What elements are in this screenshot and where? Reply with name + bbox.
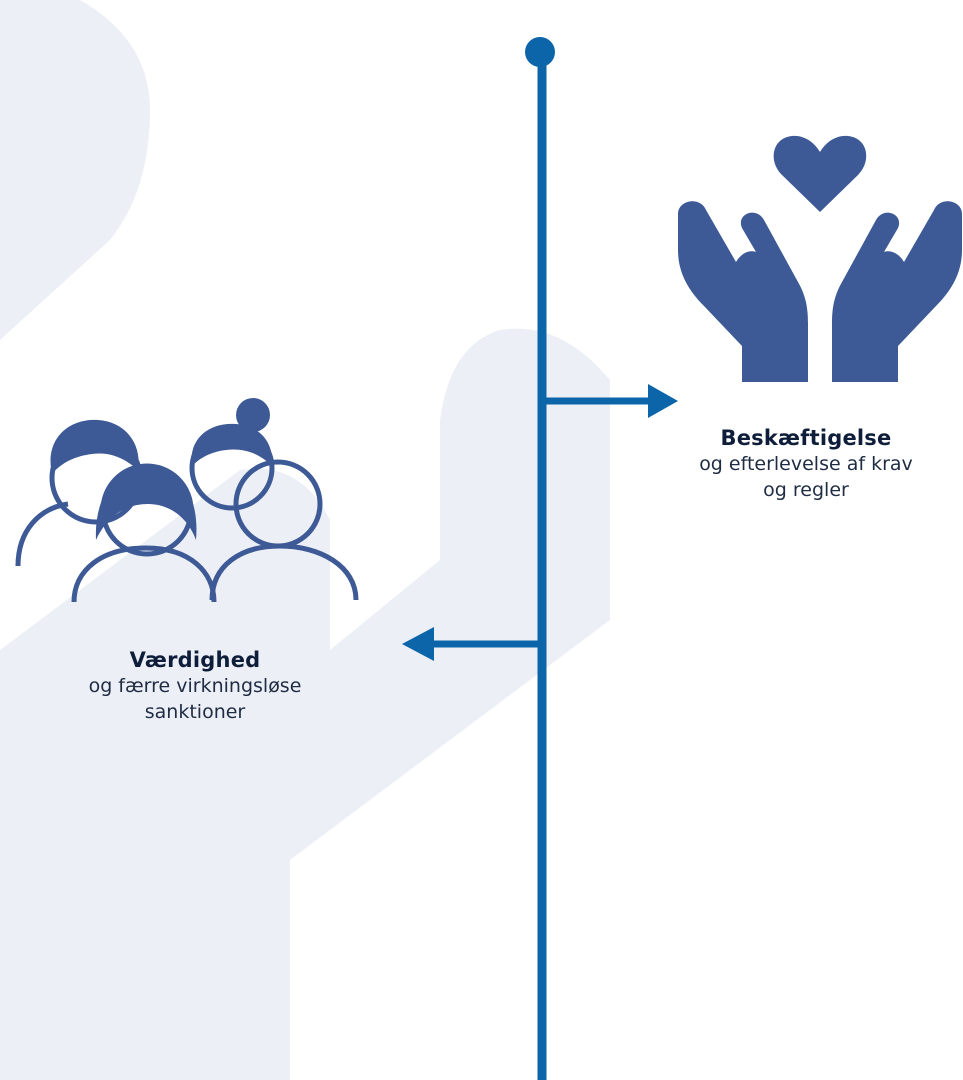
person-back-right-bun bbox=[236, 398, 270, 432]
person-front-right-body bbox=[209, 543, 359, 601]
person-back-left-hair bbox=[50, 419, 139, 474]
person-front-center-body bbox=[71, 545, 217, 603]
heart-shape bbox=[773, 135, 867, 212]
person-back-right-head bbox=[189, 425, 275, 511]
person-front-center-hair bbox=[95, 466, 197, 540]
person-front-center-head bbox=[100, 463, 194, 557]
group-of-people-icon bbox=[15, 398, 359, 603]
hands-heart-icon bbox=[678, 135, 962, 382]
branch-right-arrowhead bbox=[648, 384, 678, 418]
person-back-left-body bbox=[15, 501, 69, 567]
label-employment-desc-line2: og regler bbox=[763, 479, 849, 501]
label-employment-desc-line1: og efterlevelse af krav bbox=[699, 453, 913, 475]
label-dignity-desc-line1: og færre virkningsløse bbox=[88, 675, 302, 697]
label-dignity-desc-line2: sanktioner bbox=[144, 701, 246, 723]
background-swoosh bbox=[0, 0, 610, 1080]
label-dignity: Værdighed og færre virkningsløse sanktio… bbox=[30, 647, 360, 725]
label-employment: Beskæftigelse og efterlevelse af krav og… bbox=[656, 425, 956, 503]
label-dignity-title: Værdighed bbox=[129, 648, 261, 672]
timeline-start-dot bbox=[525, 37, 555, 67]
right-hand-shape bbox=[832, 201, 962, 382]
branch-left-arrowhead bbox=[402, 627, 434, 661]
label-employment-title: Beskæftigelse bbox=[720, 426, 892, 450]
left-hand-shape bbox=[678, 201, 808, 382]
